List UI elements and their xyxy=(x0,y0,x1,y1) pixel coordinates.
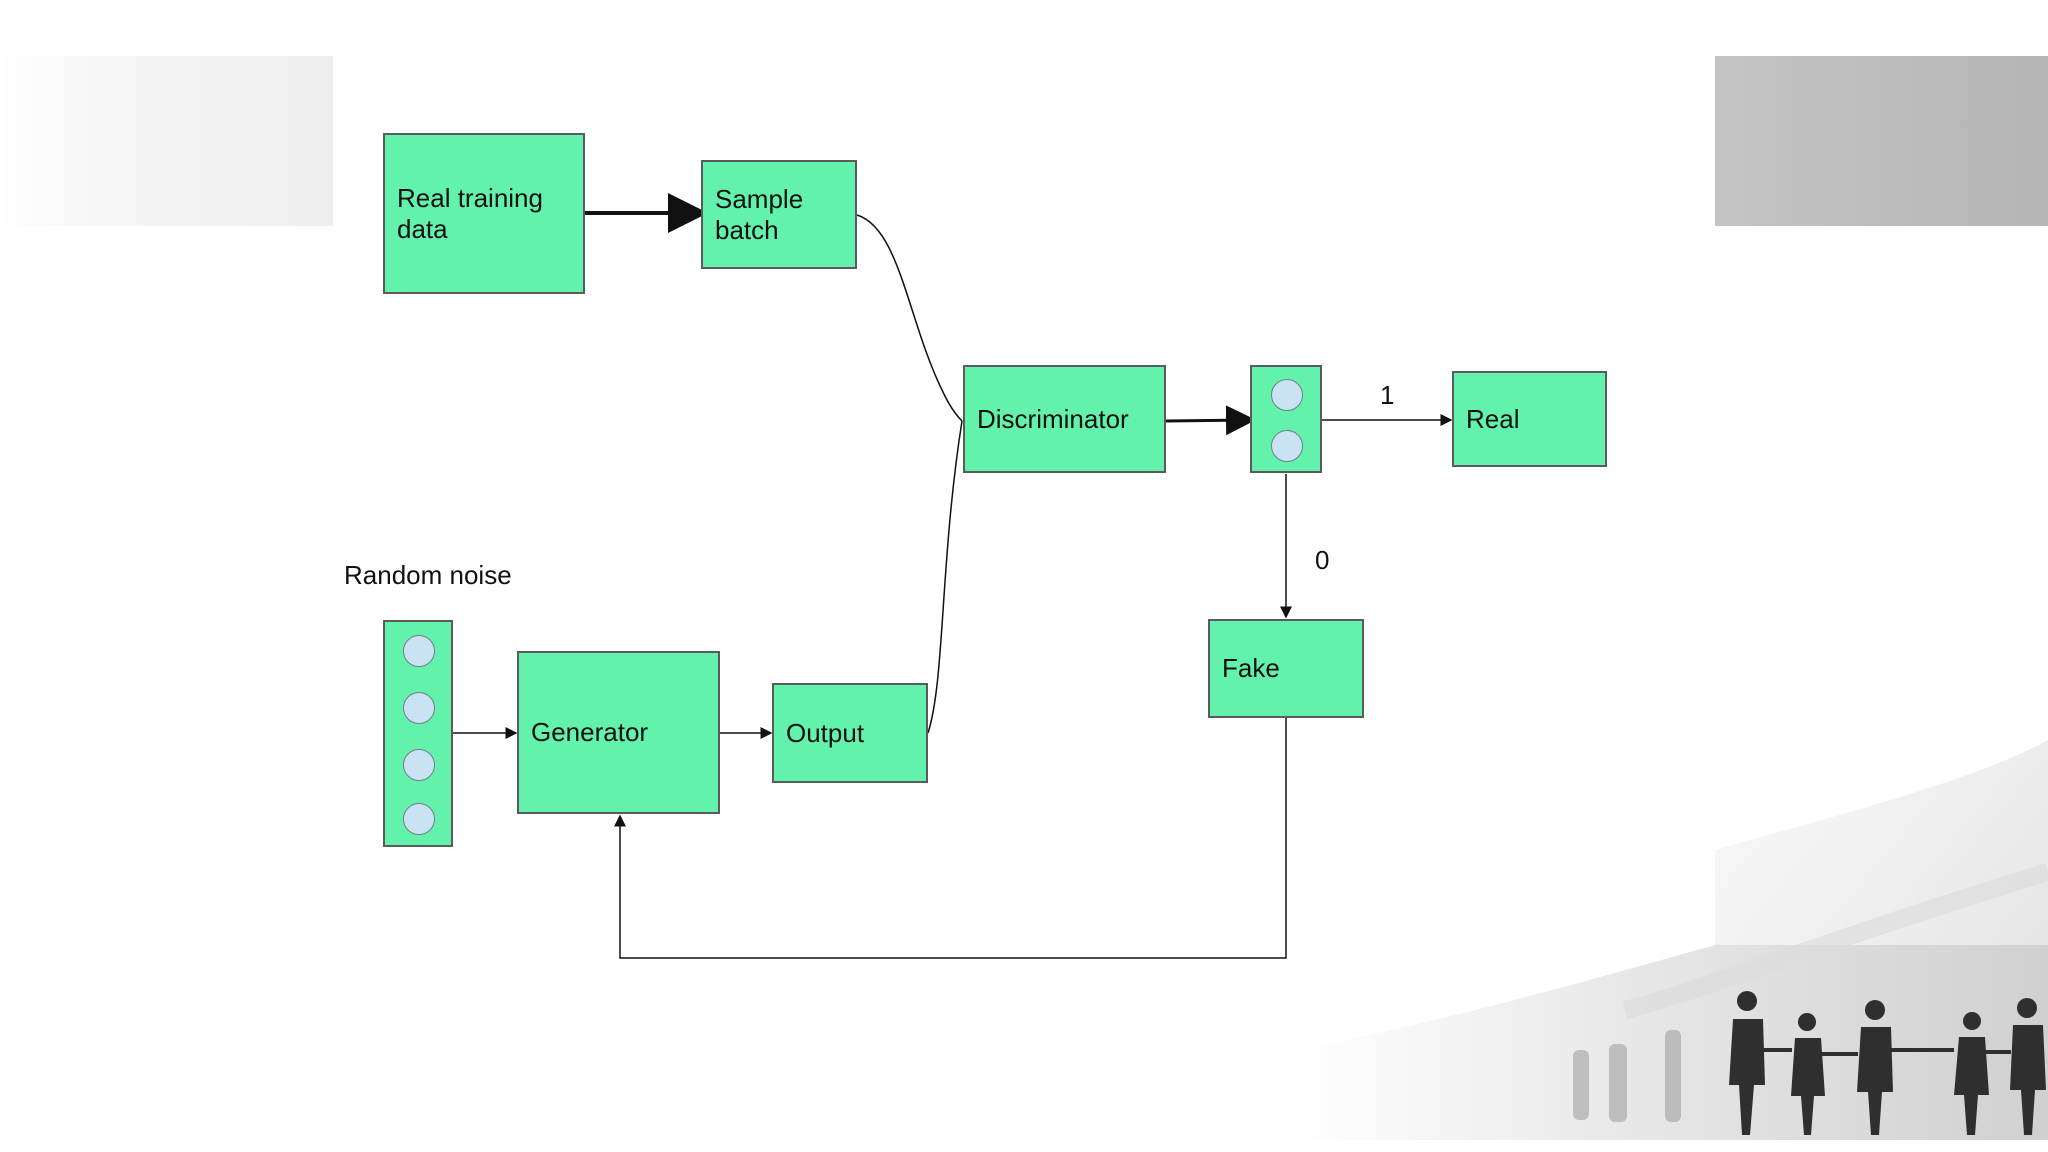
sample-batch-node: Sample batch xyxy=(701,160,857,269)
connector-fake-feedback-to-generator xyxy=(614,718,1287,959)
real-node: Real xyxy=(1452,371,1607,467)
output-node-icon xyxy=(1271,379,1303,411)
background-people-silhouette-image xyxy=(1295,740,2048,1140)
real-training-data-node: Real training data xyxy=(383,133,585,294)
fake-branch-label: 0 xyxy=(1315,545,1330,575)
discriminator-node: Discriminator xyxy=(963,365,1166,473)
noise-node-icon xyxy=(403,635,435,667)
real-branch-label: 1 xyxy=(1380,380,1395,410)
sample-batch-label: Sample batch xyxy=(715,183,804,245)
people-silhouette-icon xyxy=(1295,740,2048,1140)
random-noise-input-stack xyxy=(383,620,453,847)
discriminator-label: Discriminator xyxy=(977,403,1129,434)
random-noise-label: Random noise xyxy=(344,560,512,590)
discriminator-output-stack xyxy=(1250,365,1322,473)
output-node: Output xyxy=(772,683,928,783)
connector-discriminator-to-output-nodes xyxy=(1165,405,1256,436)
connector-sample-batch-to-discriminator xyxy=(856,214,963,422)
generator-node: Generator xyxy=(517,651,720,814)
output-node-icon xyxy=(1271,430,1303,462)
real-training-data-label: Real training data xyxy=(397,182,543,244)
connector-output-to-discriminator xyxy=(927,420,963,734)
output-label: Output xyxy=(786,717,865,748)
noise-node-icon xyxy=(403,692,435,724)
noise-node-icon xyxy=(403,803,435,835)
background-right-band xyxy=(1715,56,2048,226)
noise-node-icon xyxy=(403,749,435,781)
fake-node: Fake xyxy=(1208,619,1364,718)
fake-label: Fake xyxy=(1222,653,1280,683)
generator-label: Generator xyxy=(531,717,649,747)
real-label: Real xyxy=(1466,403,1520,434)
background-left-band xyxy=(0,56,333,226)
